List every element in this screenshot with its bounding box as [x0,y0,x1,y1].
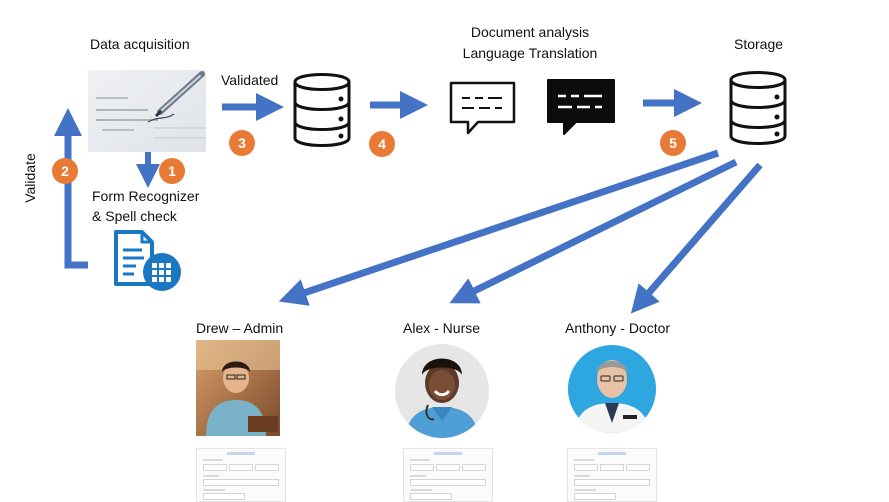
user-photo-icon [196,340,280,436]
form-recognizer-icon [114,230,181,291]
form-thumbnail-icon [196,448,286,502]
storage-to-nurse-arrow [449,158,738,304]
chat-bubble-filled-icon [547,79,615,135]
validate-loop-arrow [54,108,88,269]
form-recognizer-label-line1: Form Recognizer [92,188,200,204]
stage-label-storage: Storage [734,36,784,52]
database-icon [729,71,787,145]
form-recognizer-label: Form Recognizer & Spell check [92,186,199,226]
step-badge-1: 1 [159,158,185,184]
user-photo-icon [395,344,489,438]
step-badge-4: 4 [369,131,395,157]
stage-label-acquisition: Data acquisition [90,36,190,52]
step-badge-5: 5 [660,130,686,156]
stage-label-analysis-line1: Document analysis [470,24,590,40]
chat-bubble-icon [449,81,516,135]
user-label-doctor: Anthony - Doctor [565,320,671,336]
user-photo-icon [568,345,656,433]
step-badge-3: 3 [229,130,255,156]
stage-label-analysis: Document analysis Language Translation [440,22,620,64]
edge-label-validated: Validated [221,72,279,88]
storage-to-doctor-arrow [630,162,763,314]
user-label-admin: Drew – Admin [196,320,284,336]
storage-to-admin-arrow [278,149,720,306]
form-recognizer-label-line2: & Spell check [92,208,177,224]
step-badge-2: 2 [52,158,78,184]
form-thumbnail-icon [567,448,657,502]
user-label-nurse: Alex - Nurse [403,320,481,336]
database-icon [293,73,351,147]
edge-label-validate: Validate [22,153,38,203]
form-photo-icon [88,70,206,152]
form-thumbnail-icon [403,448,493,502]
stage-label-analysis-line2: Language Translation [462,45,598,61]
